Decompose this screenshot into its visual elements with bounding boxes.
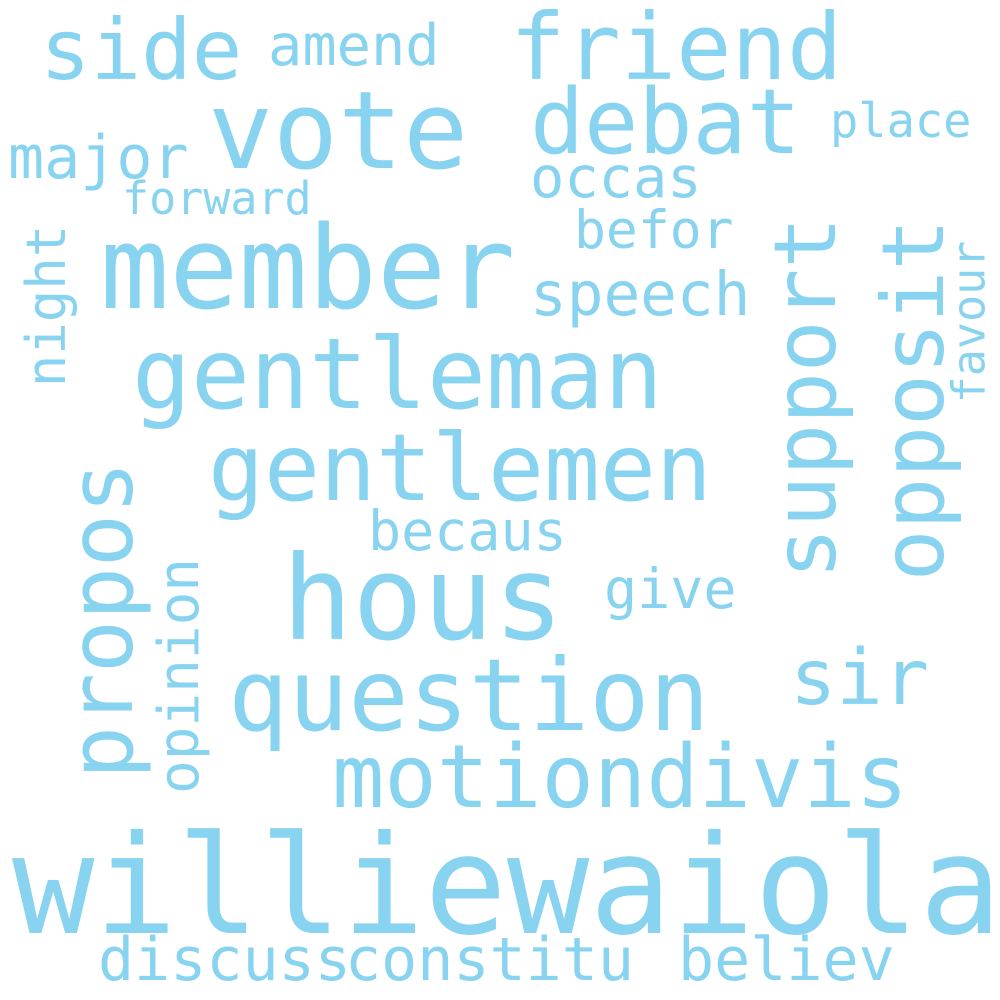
word-constitu: constitu [345, 925, 634, 995]
word-debat: debat [530, 70, 801, 175]
word-friend: friend [510, 0, 843, 101]
word-favour: favour [942, 240, 996, 404]
word-williewaiola: williewaiola [12, 807, 1000, 966]
word-believ: believ [678, 925, 895, 995]
word-forward: forward [122, 172, 312, 225]
word-support: support [756, 216, 856, 580]
word-amend: amend [268, 13, 440, 79]
word-speech: speech [530, 259, 751, 330]
word-question: question [228, 637, 710, 754]
word-motiondivis: motiondivis [332, 726, 909, 828]
word-night: night [15, 224, 78, 388]
word-place: place [830, 94, 972, 149]
word-discuss: discuss [98, 925, 351, 995]
word-becaus: becaus [368, 499, 567, 563]
word-vote: vote [208, 69, 469, 194]
word-opinion: opinion [147, 557, 212, 795]
word-member: member [100, 202, 516, 336]
word-sir: sir [790, 634, 930, 723]
word-side: side [40, 1, 243, 99]
word-propos: propos [50, 461, 153, 779]
word-befor: befor [574, 200, 734, 261]
word-occas: occas [530, 145, 702, 211]
word-gentleman: gentleman [132, 318, 664, 432]
word-major: major [8, 123, 189, 193]
word-give: give [604, 557, 737, 621]
word-gentlemen: gentlemen [208, 414, 712, 522]
word-hous: hous [282, 530, 564, 667]
